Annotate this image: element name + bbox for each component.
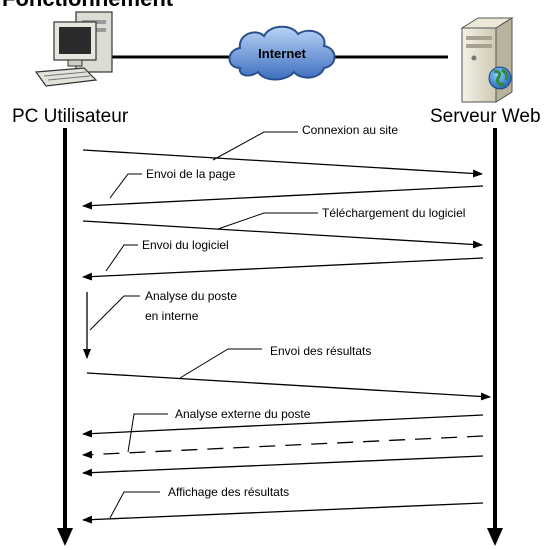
callout-leader	[109, 491, 160, 519]
dashed-message-arrow	[82, 435, 484, 459]
server-lifeline-arrowhead	[487, 528, 503, 546]
internet-cloud-icon: Internet	[228, 25, 336, 81]
message-label: Téléchargement du logiciel	[322, 206, 465, 220]
message-arrow	[82, 502, 484, 524]
callout-leader	[179, 348, 262, 379]
message-arrow	[82, 149, 483, 178]
web-server-icon	[460, 17, 514, 103]
client-label: PC Utilisateur	[12, 106, 129, 127]
message-arrow	[82, 185, 484, 210]
callout-leader	[109, 173, 142, 199]
message-arrow	[82, 257, 484, 281]
internet-label: Internet	[258, 46, 306, 61]
server-label: Serveur Web	[430, 106, 541, 127]
callout-leader	[212, 131, 298, 161]
diagram-title: Fonctionnement	[2, 0, 174, 11]
callout-leader	[127, 413, 168, 453]
message-arrow	[82, 220, 483, 249]
message-label: Envoi du logiciel	[142, 238, 229, 252]
message-arrow	[82, 455, 484, 477]
callout-leader	[217, 212, 318, 230]
message-arrow	[82, 414, 484, 438]
message-label: en interne	[145, 309, 199, 323]
desktop-computer-icon	[34, 11, 113, 87]
message-label: Affichage des résultats	[168, 485, 289, 499]
callout-leader	[105, 244, 138, 272]
callout-leader	[89, 295, 140, 331]
client-lifeline-arrowhead	[57, 528, 73, 546]
message-arrow	[86, 372, 491, 401]
message-label: Connexion au site	[302, 123, 398, 137]
message-label: Envoi des résultats	[270, 344, 371, 358]
message-label: Analyse externe du poste	[175, 407, 311, 421]
message-label: Analyse du poste	[145, 289, 237, 303]
message-label: Envoi de la page	[146, 167, 236, 181]
